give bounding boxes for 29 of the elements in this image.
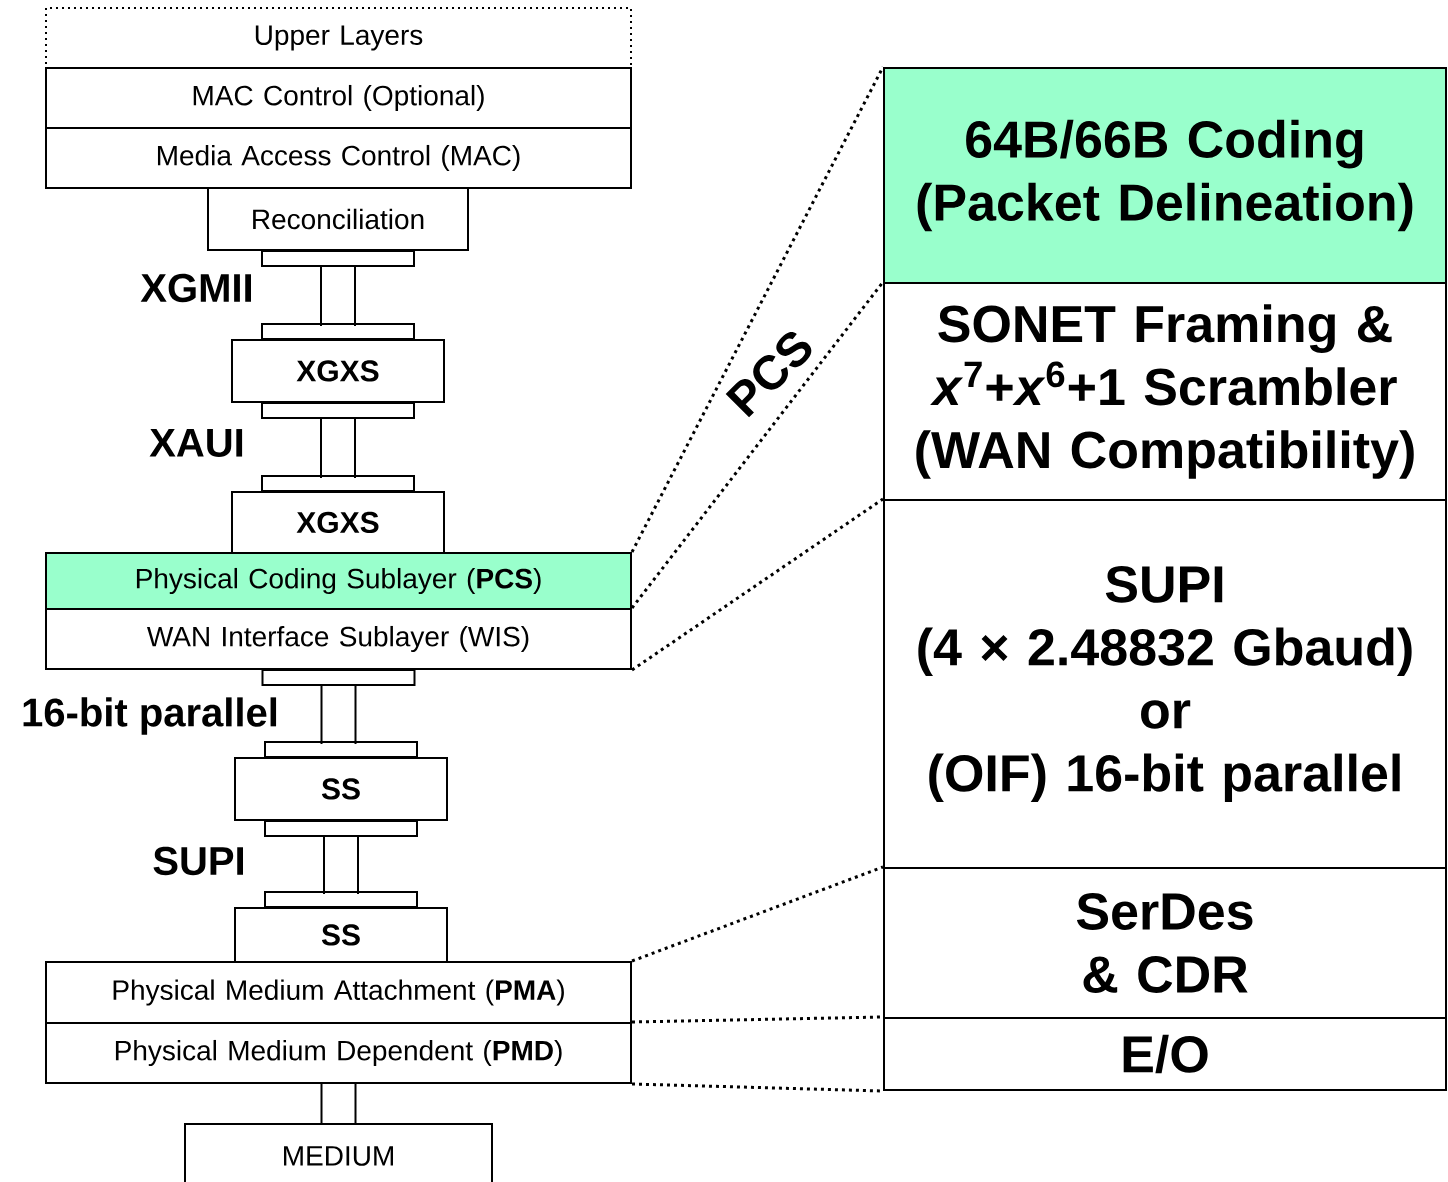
interface-label: XGMII — [140, 273, 251, 303]
connector — [261, 669, 418, 758]
sublayer-box: Reconciliation — [207, 187, 469, 251]
function-box: 64B/66B Coding (Packet Delineation) — [883, 67, 1447, 284]
expansion-line — [630, 281, 885, 609]
function-box: SerDes & CDR — [883, 867, 1447, 1019]
connector — [264, 820, 418, 908]
expansion-line — [631, 497, 884, 672]
interface-label: 16-bit parallel — [23, 697, 277, 735]
interface-box: XGXS — [231, 339, 445, 403]
function-box: E/O — [883, 1017, 1447, 1091]
layer-box: Media Access Control (MAC) — [45, 127, 632, 189]
layer-box: Physical Coding Sublayer (PCS) — [45, 552, 632, 610]
interface-box: SS — [234, 757, 448, 821]
connector — [261, 402, 415, 492]
expansion-line — [631, 865, 884, 963]
interface-box: SS — [234, 907, 448, 963]
layer-box: Physical Medium Attachment (PMA) — [45, 961, 632, 1024]
layer-box: Upper Layers — [45, 7, 632, 69]
layer-box: Physical Medium Dependent (PMD) — [45, 1022, 632, 1084]
interface-label: SUPI — [153, 846, 243, 876]
connector — [320, 1083, 357, 1126]
interface-label: XAUI — [149, 429, 243, 457]
medium-box: MEDIUM — [184, 1123, 493, 1182]
connector — [261, 250, 415, 340]
layer-box: WAN Interface Sublayer (WIS) — [45, 608, 632, 670]
function-box: SUPI (4 × 2.48832 Gbaud) or (OIF) 16-bit parallel — [883, 499, 1447, 869]
function-box: SONET Framing & x$^{7}$+x$^{6}$+1 Scrambler (WAN Compatibility) — [883, 282, 1447, 501]
layer-box: MAC Control (Optional) — [45, 67, 632, 129]
